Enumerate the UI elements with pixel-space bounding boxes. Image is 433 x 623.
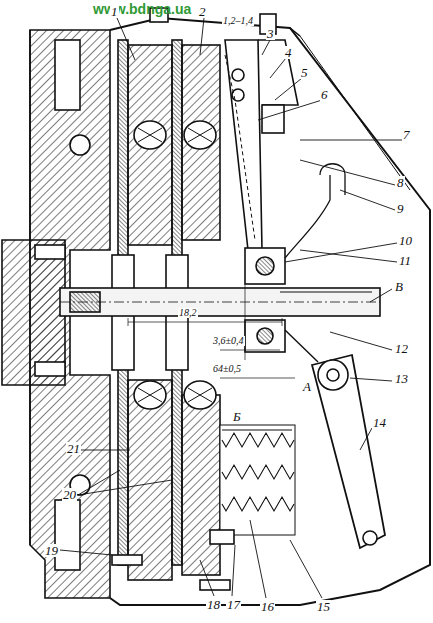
- callout-number: 15: [316, 600, 331, 613]
- callout-number: 16: [260, 600, 275, 613]
- fork-shaft: [318, 360, 348, 390]
- callout-number: 12: [394, 342, 409, 355]
- release-bearing: [245, 248, 285, 284]
- input-shaft: [60, 288, 380, 316]
- callout-number: 4: [284, 46, 293, 59]
- callout-number: 6: [320, 88, 329, 101]
- intermediate-plate: [128, 380, 172, 580]
- callout-number: 3: [266, 27, 275, 40]
- callout-number: Б: [232, 410, 242, 423]
- callout-number: 9: [396, 202, 405, 215]
- pressure-plate: [182, 395, 220, 575]
- callout-number: 17: [226, 598, 241, 611]
- callout-number: 10: [398, 234, 413, 247]
- fork-lever: [312, 355, 385, 548]
- callout-number: В: [394, 280, 404, 293]
- callout-number: 19: [44, 544, 59, 557]
- dimension-text: 18,2: [178, 308, 198, 318]
- watermark: www.bdnga.ua: [92, 2, 192, 16]
- spring-coil: [222, 433, 294, 447]
- callout-number: 2: [198, 5, 207, 18]
- release-lever: [225, 40, 262, 250]
- callout-number: 5: [300, 66, 309, 79]
- leader-lines: [60, 18, 403, 598]
- spring-coil: [222, 465, 294, 479]
- dimension-text: 3,6±0,4: [212, 336, 245, 346]
- callout-number: 1: [110, 5, 119, 18]
- pressure-plate: [182, 45, 220, 240]
- callout-number: 11: [398, 254, 412, 267]
- callout-number: А: [302, 380, 312, 393]
- callout-number: 7: [402, 128, 411, 141]
- callout-number: 13: [394, 372, 409, 385]
- callout-number: 8: [396, 176, 405, 189]
- callout-number: 18: [206, 598, 221, 611]
- grease-hose: [285, 175, 330, 258]
- callout-number: 14: [372, 416, 387, 429]
- dimension-text: 64±0,5: [212, 364, 242, 374]
- crankshaft-flange: [2, 240, 65, 385]
- spring-coil: [222, 497, 294, 511]
- callout-number: 20: [62, 488, 77, 501]
- dimension-text: 1,2–1,4: [222, 16, 254, 26]
- callout-number: 21: [66, 442, 81, 455]
- intermediate-plate: [128, 45, 172, 245]
- pressure-spring: [222, 433, 294, 511]
